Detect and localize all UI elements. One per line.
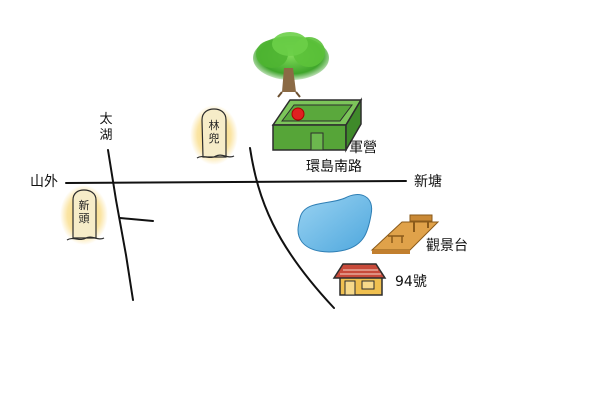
taihu-label-line1: 太 xyxy=(99,112,113,127)
house-number-label: 94號 xyxy=(395,274,427,290)
east-west-road xyxy=(65,180,407,184)
location-marker-icon xyxy=(291,107,305,121)
xintou-stone-label: 新 頭 xyxy=(78,199,90,225)
xintou-label-line2: 頭 xyxy=(78,212,90,225)
house-icon xyxy=(332,263,387,296)
lindou-stone-label: 林 兜 xyxy=(208,119,220,145)
tree-icon xyxy=(253,32,329,98)
xintou-label-line1: 新 xyxy=(78,199,90,212)
roads xyxy=(65,147,407,309)
barracks-icon xyxy=(271,97,363,153)
xintou-stone-icon xyxy=(60,185,108,245)
shanwai-label: 山外 xyxy=(30,174,58,190)
lindou-label-line1: 林 xyxy=(208,119,220,132)
huandao-south-road-label: 環島南路 xyxy=(306,159,362,175)
taihu-label: 太 湖 xyxy=(99,112,113,144)
observation-platform-label: 觀景台 xyxy=(426,238,468,254)
pond-icon xyxy=(297,194,373,253)
huandao-south-road xyxy=(249,147,335,309)
xintou-spur-road xyxy=(119,217,154,222)
taihu-label-line2: 湖 xyxy=(99,128,113,143)
barracks-label: 軍營 xyxy=(349,140,377,156)
observation-platform-icon xyxy=(370,214,440,254)
xintang-label: 新塘 xyxy=(414,174,442,190)
lindou-label-line2: 兜 xyxy=(208,132,220,145)
taihu-road xyxy=(107,149,134,301)
lindou-stone-icon xyxy=(190,105,238,165)
